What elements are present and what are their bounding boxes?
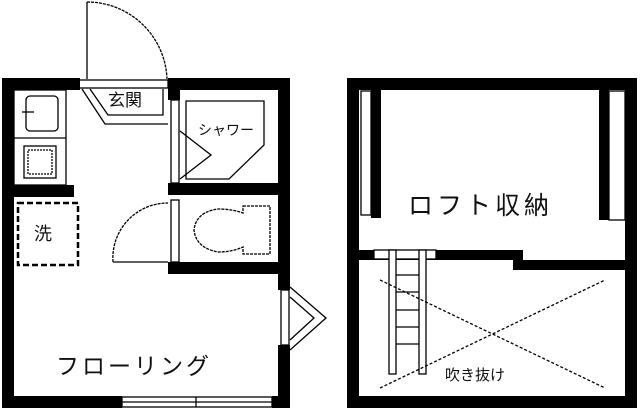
main-floor-walls [2, 78, 290, 408]
main-floor-lines [13, 1, 327, 408]
room-label-entrance: 玄関 [108, 91, 142, 111]
loft-walls [347, 78, 637, 408]
room-label-shower: シャワー [198, 123, 254, 139]
room-label-washer: 洗 [34, 224, 52, 245]
room-label-loft-storage: ロフト収納 [408, 191, 554, 220]
loft-lines [360, 90, 626, 389]
room-label-void: 吹き抜け [445, 366, 506, 384]
room-label-living: フローリング [56, 354, 212, 380]
